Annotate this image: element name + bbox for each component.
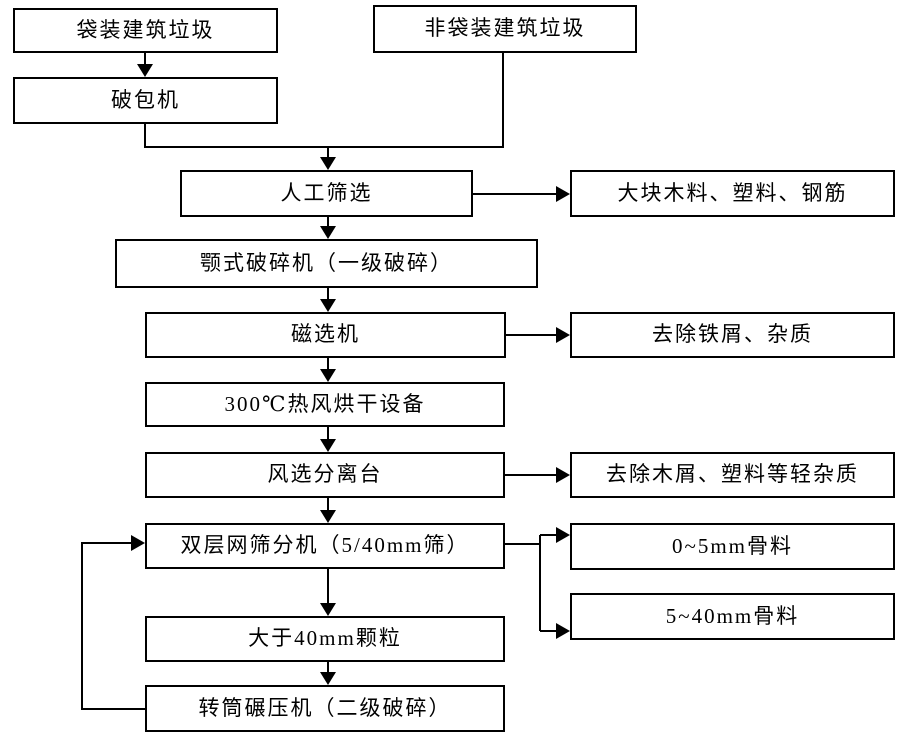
node-oversize-particles: 大于40mm颗粒	[145, 616, 505, 662]
node-drum-crusher: 转筒碾压机（二级破碎）	[145, 685, 505, 732]
node-jaw-crusher: 颚式破碎机（一级破碎）	[115, 239, 538, 288]
arrowhead-down	[320, 369, 336, 382]
node-label: 0~5mm骨料	[671, 533, 794, 558]
node-label: 人工筛选	[280, 180, 373, 205]
node-label: 5~40mm骨料	[665, 603, 800, 628]
edge-oversize-to-drum	[320, 662, 336, 685]
node-label: 双层网筛分机（5/40mm筛）	[180, 533, 470, 558]
edge-manual-to-bulky	[473, 186, 570, 202]
arrowhead-right	[556, 527, 570, 543]
arrowhead-down	[320, 603, 336, 616]
edge-air-to-screen	[320, 498, 336, 523]
edge-merge-to-manual-screening	[144, 53, 504, 170]
node-aggregate-0-5: 0~5mm骨料	[570, 523, 895, 570]
node-air-separator: 风选分离台	[145, 452, 505, 498]
arrowhead-right	[131, 535, 145, 551]
node-non-bagged-waste: 非袋装建筑垃圾	[373, 5, 637, 53]
node-label: 大块木料、塑料、钢筋	[617, 180, 848, 205]
node-hot-air-dryer: 300℃热风烘干设备	[145, 382, 505, 427]
node-label: 袋装建筑垃圾	[76, 17, 215, 42]
node-label: 转筒碾压机（二级破碎）	[198, 695, 452, 720]
node-label: 颚式破碎机（一级破碎）	[200, 250, 453, 275]
edge-magnetic-to-iron	[506, 327, 570, 343]
arrowhead-right	[556, 327, 570, 343]
node-aggregate-5-40: 5~40mm骨料	[570, 593, 895, 640]
edge-bagged-to-breaker	[137, 53, 153, 77]
node-label: 风选分离台	[267, 462, 383, 487]
arrowhead-right	[556, 467, 570, 483]
node-bulky-rejects: 大块木料、塑料、钢筋	[570, 170, 895, 217]
node-bag-breaker: 破包机	[13, 77, 278, 124]
edge-magnetic-to-dryer	[320, 358, 336, 382]
arrowhead-down	[320, 510, 336, 523]
edge-drum-feedback-to-screen	[81, 535, 145, 710]
arrowhead-down	[320, 672, 336, 685]
node-iron-rejects: 去除铁屑、杂质	[570, 312, 895, 358]
node-label: 去除铁屑、杂质	[652, 322, 813, 347]
node-label: 大于40mm颗粒	[248, 626, 402, 651]
node-manual-screening: 人工筛选	[180, 170, 473, 217]
arrowhead-down	[320, 157, 336, 170]
edge-air-to-light	[505, 467, 570, 483]
arrowhead-down	[137, 64, 153, 77]
node-label: 破包机	[111, 87, 180, 112]
arrowhead-down	[320, 299, 336, 312]
edge-manual-to-jaw	[320, 217, 336, 239]
arrowhead-down	[320, 439, 336, 452]
node-double-screen: 双层网筛分机（5/40mm筛）	[145, 523, 505, 569]
edge-jaw-to-magnetic	[320, 288, 336, 312]
node-light-rejects: 去除木屑、塑料等轻杂质	[570, 452, 895, 498]
node-label: 300℃热风烘干设备	[224, 391, 426, 416]
node-magnetic-separator: 磁选机	[145, 312, 506, 358]
edge-screen-to-oversize	[320, 569, 336, 616]
node-label: 去除木屑、塑料等轻杂质	[606, 462, 859, 487]
arrowhead-down	[320, 226, 336, 239]
arrowhead-right	[556, 623, 570, 639]
node-label: 磁选机	[291, 322, 360, 347]
arrowhead-right	[556, 186, 570, 202]
node-label: 非袋装建筑垃圾	[424, 16, 586, 41]
node-bagged-waste: 袋装建筑垃圾	[13, 8, 278, 53]
edge-dryer-to-air	[320, 427, 336, 452]
edge-screen-to-aggregates	[505, 527, 570, 639]
